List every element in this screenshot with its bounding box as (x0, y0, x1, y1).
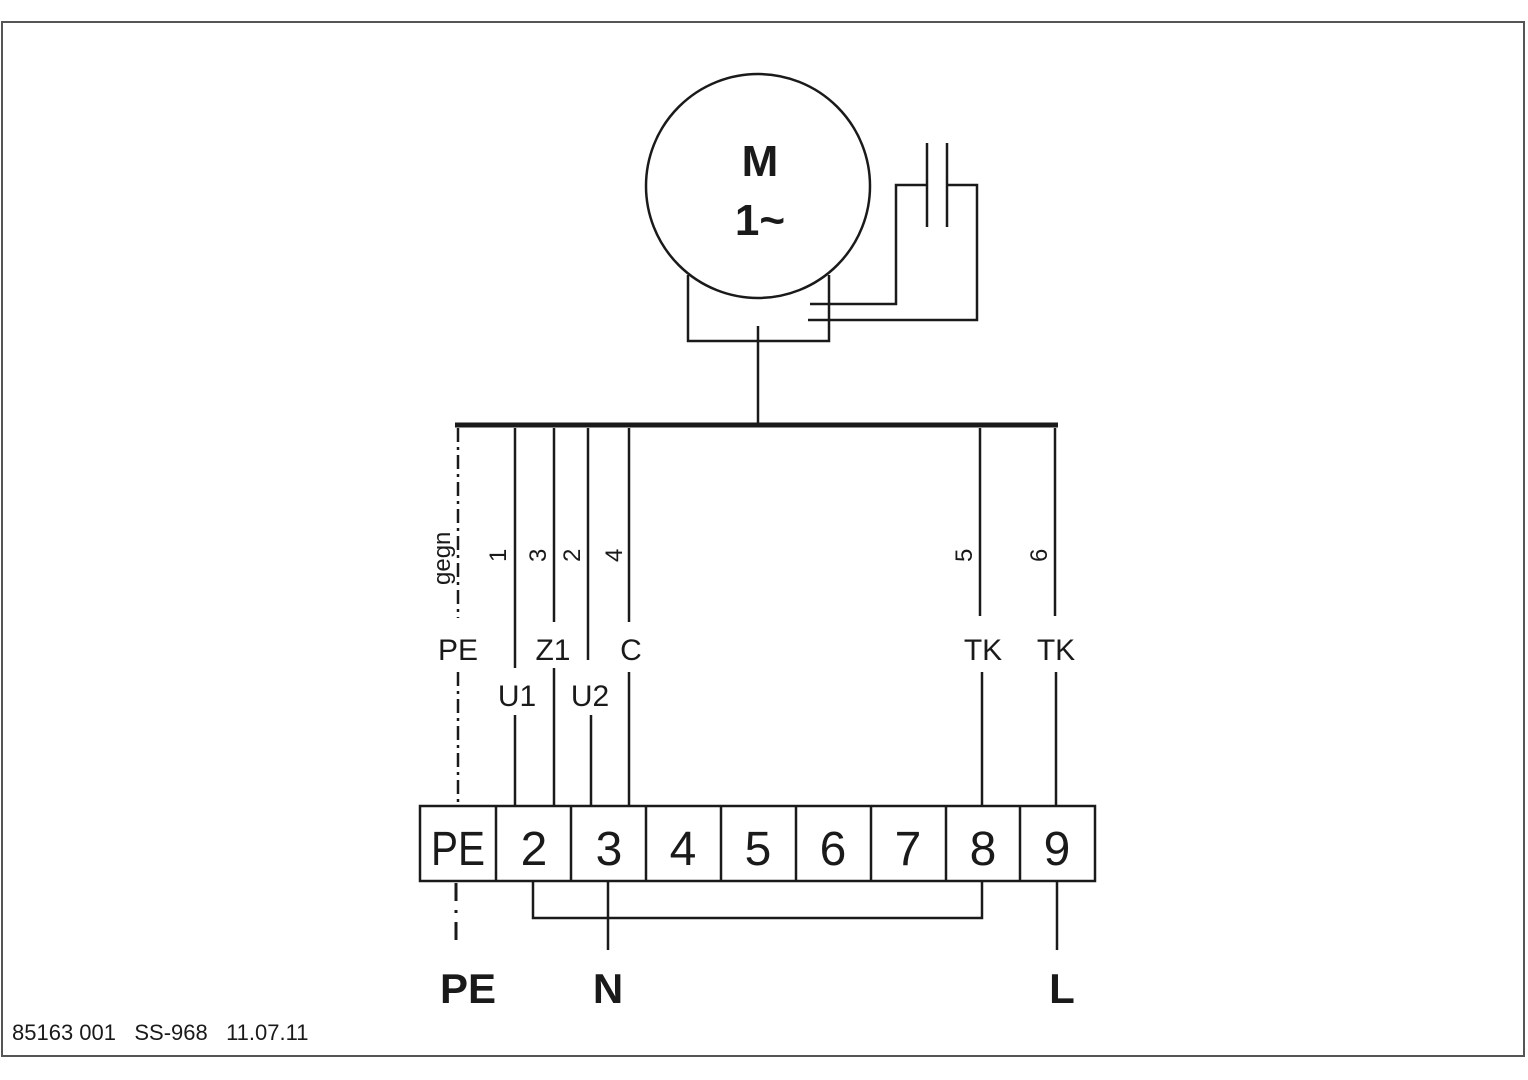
motor-circle (644, 72, 872, 300)
drawing-frame (1, 21, 1525, 1057)
wire-group: gegn PE 1 U1 3 Z1 2 U2 4 C 5 TK 6 TK (429, 428, 1075, 806)
wire-1-number: 1 (485, 549, 512, 562)
part-number: 85163 001 (12, 1020, 116, 1045)
capacitor-lead-1 (810, 183, 927, 306)
terminal-6: 6 (820, 823, 847, 876)
bridge-2-8 (531, 881, 984, 920)
terminal-4: 4 (670, 823, 697, 876)
wire-6-number: 6 (1026, 549, 1053, 562)
terminal-9: 9 (1044, 823, 1071, 876)
drawing-date: 11.07.11 (226, 1020, 309, 1045)
terminal-pe: PE (431, 823, 485, 876)
wire-pe-number: gegn (429, 532, 456, 585)
motor-phase-label: 1~ (735, 196, 785, 245)
supply-l-label: L (1049, 965, 1075, 1012)
wire-2-number: 2 (559, 549, 586, 562)
capacitor (808, 143, 979, 322)
wire-2-code: U2 (571, 680, 609, 713)
wire-3-number: 3 (525, 549, 552, 562)
capacitor-lead-2 (808, 183, 979, 322)
terminal-2: 2 (521, 823, 548, 876)
drawing-number: SS-968 (134, 1020, 208, 1045)
wire-3-code: Z1 (535, 634, 570, 667)
terminal-7: 7 (895, 823, 922, 876)
wire-6-code: TK (1037, 634, 1075, 667)
supply-pe-label: PE (440, 965, 496, 1012)
wire-1-code: U1 (498, 680, 536, 713)
motor-symbol: M 1~ (644, 72, 872, 425)
terminal-3: 3 (596, 823, 623, 876)
supply-n-label: N (593, 965, 623, 1012)
wire-5-number: 5 (951, 549, 978, 562)
terminal-5: 5 (745, 823, 772, 876)
wire-pe-code: PE (438, 634, 478, 667)
terminal-block: PE 2 3 4 5 6 7 8 9 (418, 804, 1097, 883)
wire-4-number: 4 (601, 549, 628, 562)
title-block: 85163 001 SS-968 11.07.11 (12, 1020, 308, 1046)
motor-label: M (742, 137, 779, 186)
wire-4-code: C (620, 634, 642, 667)
supply-connections: PE N L (440, 881, 1075, 1012)
terminal-8: 8 (970, 823, 997, 876)
wire-5-code: TK (964, 634, 1002, 667)
terminal-block-outline (418, 804, 1097, 883)
